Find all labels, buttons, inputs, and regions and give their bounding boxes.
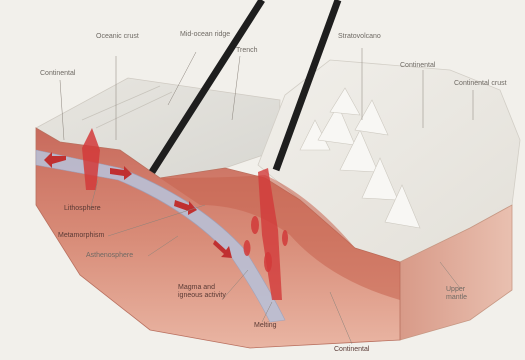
label-continental-crust: Continental crust [454,80,507,88]
label-upper-mantle: Upper mantle [446,286,486,302]
label-metamorphism: Metamorphism [58,232,104,240]
label-mid-ocean-ridge: Mid-ocean ridge [180,31,230,39]
label-trench: Trench [236,47,258,55]
label-asthenosphere: Asthenosphere [86,252,133,260]
label-continental: Continental [400,62,435,70]
label-lithosphere: Lithosphere [64,205,101,213]
label-oceanic-crust: Oceanic crust [96,33,139,41]
label-continental-left: Continental [40,70,75,78]
label-stratovolcano: Stratovolcano [338,33,381,41]
label-magma: Magma and igneous activity [178,284,234,300]
label-continental-bottom: Continental [334,346,369,354]
label-melting: Melting [254,322,277,330]
